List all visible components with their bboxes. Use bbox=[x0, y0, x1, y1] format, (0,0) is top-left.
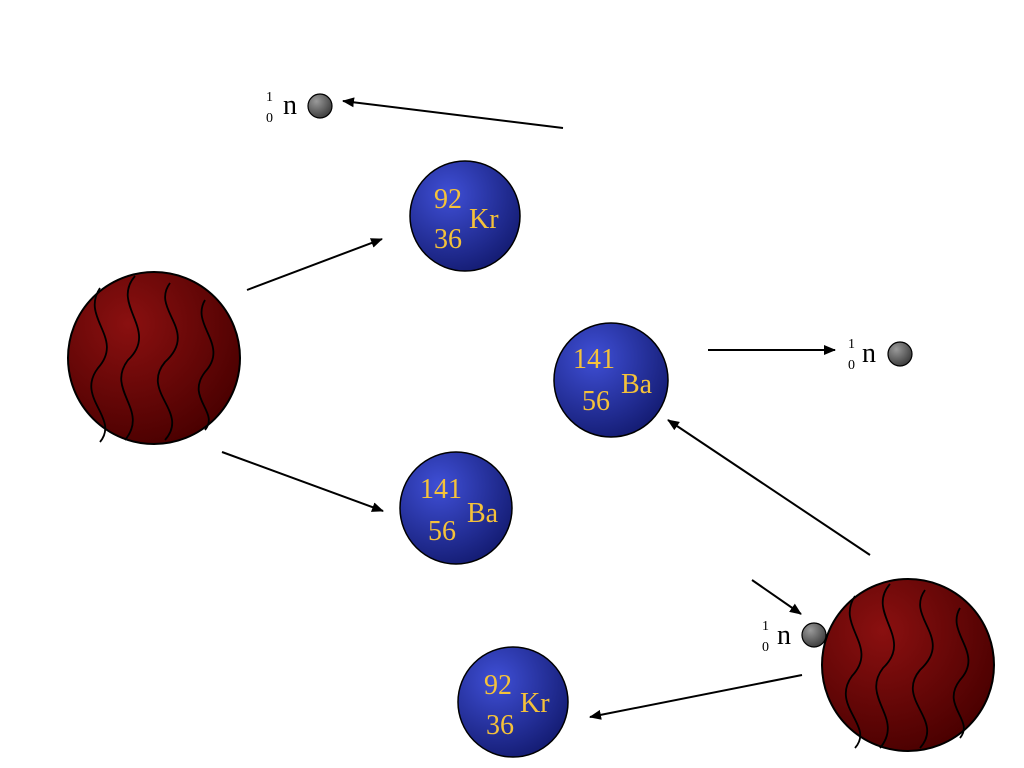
ba-atomic-number: 56 bbox=[428, 516, 456, 547]
neutron-incoming: 1 0 n bbox=[762, 619, 827, 655]
krypton-fragment-bottom: 92 Kr 36 bbox=[457, 646, 569, 758]
kr-atomic-number: 36 bbox=[486, 710, 514, 741]
arrow-to-ba-left bbox=[221, 451, 384, 512]
kr-mass-number: 92 bbox=[484, 670, 512, 701]
arrow-to-kr-top bbox=[246, 238, 383, 291]
krypton-fragment-top: 92 Kr 36 bbox=[409, 160, 521, 272]
barium-fragment-left: 141 Ba 56 bbox=[399, 451, 513, 565]
barium-fragment-right: 141 Ba 56 bbox=[553, 322, 669, 438]
kr-atomic-number: 36 bbox=[434, 224, 462, 255]
neutron-right: 1 0 n bbox=[848, 337, 913, 373]
neutron-symbol: n bbox=[862, 338, 876, 369]
ba-atomic-number: 56 bbox=[582, 386, 610, 417]
parent-nucleus-right bbox=[821, 578, 995, 752]
neutron-top: 1 0 n bbox=[266, 90, 333, 126]
arrow-to-kr-bottom bbox=[589, 674, 803, 720]
neutron-mass-number: 1 bbox=[848, 337, 855, 352]
parent-nucleus-left bbox=[67, 271, 241, 445]
ba-mass-number: 141 bbox=[573, 344, 615, 375]
ba-mass-number: 141 bbox=[420, 474, 462, 505]
ba-symbol: Ba bbox=[621, 369, 653, 400]
neutron-charge-number: 0 bbox=[266, 111, 273, 126]
arrow-incoming-neutron bbox=[751, 579, 802, 615]
neutron-charge-number: 0 bbox=[762, 640, 769, 655]
neutron-symbol: n bbox=[283, 90, 297, 121]
arrow-to-ba-right bbox=[667, 419, 871, 556]
neutron-mass-number: 1 bbox=[762, 619, 769, 634]
kr-mass-number: 92 bbox=[434, 184, 462, 215]
kr-symbol: Kr bbox=[469, 204, 499, 235]
ba-symbol: Ba bbox=[467, 498, 499, 529]
neutron-charge-number: 0 bbox=[848, 358, 855, 373]
neutron-mass-number: 1 bbox=[266, 90, 273, 105]
kr-symbol: Kr bbox=[520, 688, 550, 719]
arrow-to-neutron-top bbox=[342, 97, 564, 129]
neutron-symbol: n bbox=[777, 620, 791, 651]
